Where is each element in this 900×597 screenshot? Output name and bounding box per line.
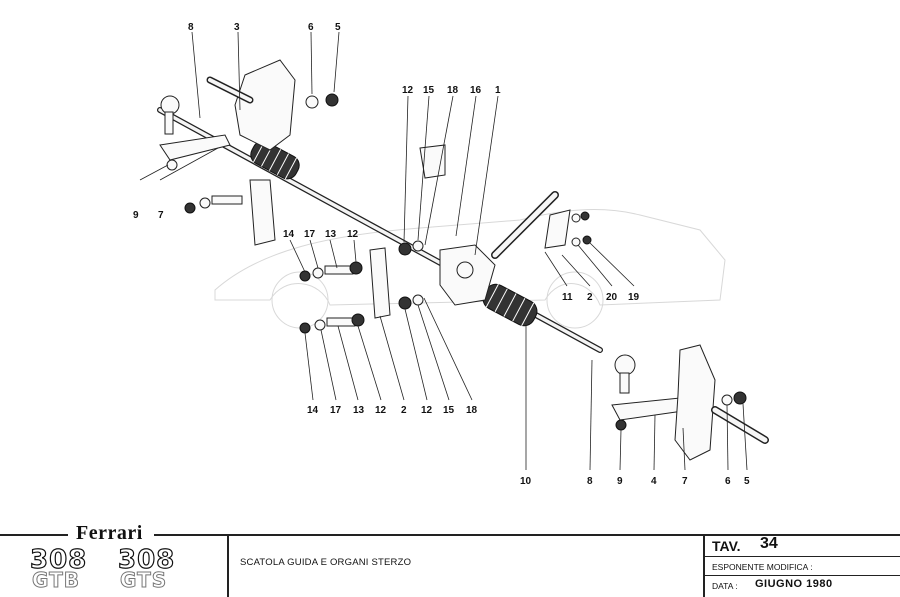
callout-label: 1 bbox=[495, 85, 501, 96]
callout-label: 7 bbox=[682, 476, 688, 487]
callout-label: 12 bbox=[375, 405, 387, 416]
callout-label: 10 bbox=[520, 476, 532, 487]
callout-label: 19 bbox=[628, 292, 640, 303]
callouts: 8 3 6 5 12 15 18 16 1 9 7 14 17 13 12 11… bbox=[133, 22, 750, 487]
callout-label: 13 bbox=[353, 405, 365, 416]
callout-label: 6 bbox=[725, 476, 731, 487]
date-value: GIUGNO 1980 bbox=[755, 578, 833, 590]
callout-label: 3 bbox=[234, 22, 240, 33]
tav-label: TAV. bbox=[712, 538, 741, 554]
fasteners bbox=[166, 93, 747, 431]
callout-label: 15 bbox=[423, 85, 435, 96]
right-rack-boot bbox=[482, 283, 538, 327]
right-mounting-clamp bbox=[419, 144, 571, 249]
left-steering-knuckle bbox=[206, 59, 296, 151]
callout-label: 20 bbox=[606, 292, 618, 303]
model-variant-gts: GTS bbox=[119, 568, 168, 593]
model-number-gts: 308 bbox=[117, 544, 176, 575]
date-label: DATA : bbox=[712, 581, 738, 591]
callout-label: 4 bbox=[651, 476, 657, 487]
callout-label: 9 bbox=[133, 210, 139, 221]
callout-label: 2 bbox=[401, 405, 407, 416]
model-number-gtb: 308 bbox=[29, 544, 88, 575]
tav-number: 34 bbox=[760, 535, 778, 552]
callout-label: 14 bbox=[283, 229, 295, 240]
callout-label: 13 bbox=[325, 229, 337, 240]
title-block-top-rule-right bbox=[154, 534, 900, 536]
brand-logo: Ferrari bbox=[72, 522, 147, 545]
pinion-shaft bbox=[491, 191, 559, 259]
callout-label: 5 bbox=[335, 22, 341, 33]
callout-label: 8 bbox=[188, 22, 194, 33]
title-block-divider-2 bbox=[703, 534, 705, 597]
callout-label: 11 bbox=[562, 292, 573, 303]
callout-label: 18 bbox=[447, 85, 459, 96]
title-block-top-rule-left bbox=[0, 534, 68, 536]
callout-label: 17 bbox=[304, 229, 316, 240]
tav-row-rule bbox=[704, 556, 900, 557]
left-tie-rod-end bbox=[159, 95, 231, 161]
callout-label: 6 bbox=[308, 22, 314, 33]
callout-label: 16 bbox=[470, 85, 482, 96]
callout-label: 8 bbox=[587, 476, 593, 487]
callout-label: 15 bbox=[443, 405, 455, 416]
callout-label: 9 bbox=[617, 476, 623, 487]
callout-label: 17 bbox=[330, 405, 342, 416]
modifica-row-rule bbox=[704, 575, 900, 576]
callout-label: 12 bbox=[347, 229, 359, 240]
callout-label: 5 bbox=[744, 476, 750, 487]
callout-label: 18 bbox=[466, 405, 478, 416]
left-mounting-bracket bbox=[249, 179, 391, 319]
sheet-title: SCATOLA GUIDA E ORGANI STERZO bbox=[240, 557, 412, 568]
leader-lines bbox=[139, 31, 748, 471]
modifica-label: ESPONENTE MODIFICA : bbox=[712, 562, 813, 572]
callout-label: 7 bbox=[158, 210, 164, 221]
callout-label: 14 bbox=[307, 405, 319, 416]
left-rack-boot bbox=[250, 140, 300, 180]
parts-diagram: 8 3 6 5 12 15 18 16 1 9 7 14 17 13 12 11… bbox=[133, 22, 769, 487]
model-variant-gtb: GTB bbox=[32, 568, 80, 593]
callout-label: 2 bbox=[587, 292, 593, 303]
steering-box-housing bbox=[439, 244, 496, 306]
callout-label: 12 bbox=[402, 85, 414, 96]
callout-label: 12 bbox=[421, 405, 433, 416]
right-steering-knuckle bbox=[674, 344, 769, 461]
title-block-divider-1 bbox=[227, 534, 229, 597]
